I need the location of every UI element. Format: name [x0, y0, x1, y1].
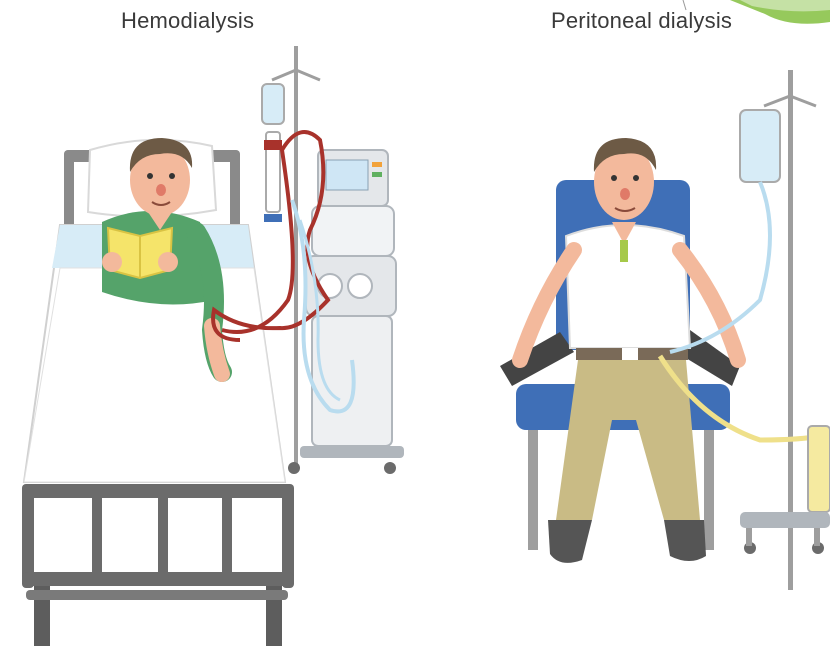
- corner-decoration: [683, 0, 830, 24]
